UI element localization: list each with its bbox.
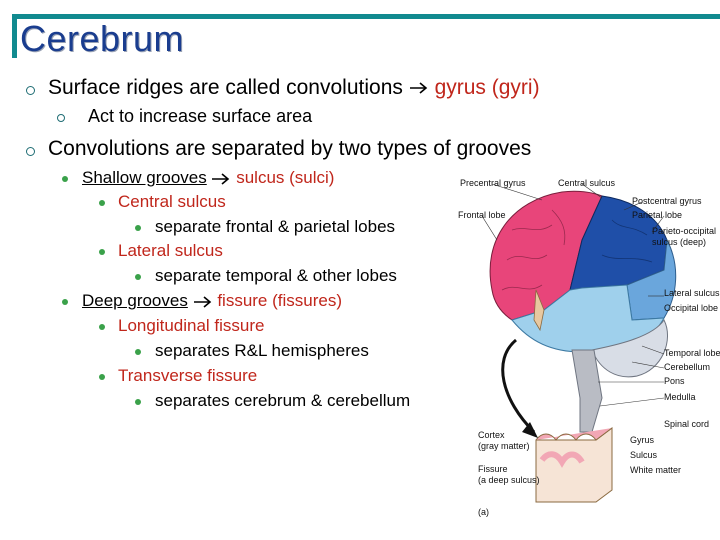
arrow-right-icon — [193, 295, 211, 308]
bullet-marker — [26, 147, 35, 156]
label-parieto-occipital-sub: sulcus (deep) — [652, 237, 706, 247]
bullet-term-sulcus: sulcus (sulci) — [236, 168, 335, 187]
bullet-marker — [99, 324, 105, 330]
bullet-central-sulcus: Central sulcus — [118, 192, 226, 211]
bullet-text: Surface ridges are called convolutions — [48, 76, 403, 99]
label-sulcus: Sulcus — [630, 450, 658, 460]
brainstem — [571, 349, 603, 433]
bullet-marker — [62, 176, 68, 182]
label-frontal-lobe: Frontal lobe — [458, 210, 506, 220]
label-parieto-occipital: Parieto-occipital — [652, 226, 716, 236]
bullet-longitudinal-fissure: Longitudinal fissure — [118, 316, 265, 335]
bullet-marker — [135, 225, 141, 231]
label-white-matter: White matter — [630, 465, 681, 475]
cerebellum — [591, 319, 669, 378]
bullet-text: Shallow grooves — [82, 168, 207, 187]
title-accent-bar — [12, 14, 720, 19]
label-cerebellum: Cerebellum — [664, 362, 710, 372]
bullet-transverse-fissure: Transverse fissure — [118, 366, 258, 385]
title-accent-sidebar — [12, 14, 17, 58]
label-central-sulcus: Central sulcus — [558, 178, 616, 188]
bullet-lateral-sulcus: Lateral sulcus — [118, 241, 223, 260]
label-parietal-lobe: Parietal lobe — [632, 210, 682, 220]
label-lateral-sulcus: Lateral sulcus — [664, 288, 720, 298]
label-cortex-sub: (gray matter) — [478, 441, 530, 451]
bullet-marker — [99, 249, 105, 255]
bullet-term-gyrus: gyrus (gyri) — [434, 76, 540, 99]
bullet-marker — [99, 200, 105, 206]
bullet-marker — [26, 86, 35, 95]
bullet-text: Deep grooves — [82, 291, 188, 310]
bullet-marker — [135, 399, 141, 405]
bullet-marker — [135, 274, 141, 280]
bullet-transverse-desc: separates cerebrum & cerebellum — [155, 391, 411, 410]
bullet-central-desc: separate frontal & parietal lobes — [155, 217, 396, 236]
bullet-longitudinal-desc: separates R&L hemispheres — [155, 341, 369, 360]
label-postcentral-gyrus: Postcentral gyrus — [632, 196, 702, 206]
label-precentral-gyrus: Precentral gyrus — [460, 178, 526, 188]
bullet-deep-grooves: Deep grooves fissure (fissures) — [82, 291, 342, 311]
bullet-marker — [62, 299, 68, 305]
label-fissure: Fissure — [478, 464, 508, 474]
brain-diagram: Precentral gyrus Central sulcus Postcent… — [458, 178, 720, 517]
bullet-term-fissure: fissure (fissures) — [217, 291, 342, 310]
bullet-shallow-grooves: Shallow grooves sulcus (sulci) — [82, 168, 334, 188]
label-occipital-lobe: Occipital lobe — [664, 303, 718, 313]
label-spinal-cord: Spinal cord — [664, 419, 709, 429]
slide-title: Cerebrum — [20, 18, 185, 59]
label-pons: Pons — [664, 376, 685, 386]
label-cortex: Cortex — [478, 430, 505, 440]
label-panel-a: (a) — [478, 507, 489, 517]
bullet-marker — [135, 349, 141, 355]
label-medulla: Medulla — [664, 392, 696, 402]
bullet-lateral-desc: separate temporal & other lobes — [155, 266, 397, 285]
label-gyrus: Gyrus — [630, 435, 655, 445]
label-temporal-lobe: Temporal lobe — [664, 348, 720, 358]
bullet-surface-area: Act to increase surface area — [88, 106, 313, 126]
bullet-marker — [57, 114, 65, 122]
arrow-right-icon — [212, 172, 230, 185]
arrow-right-icon — [409, 82, 427, 95]
label-fissure-sub: (a deep sulcus) — [478, 475, 540, 485]
bullet-marker — [99, 374, 105, 380]
cortex-section — [535, 427, 613, 503]
bullet-surface-ridges: Surface ridges are called convolutions g… — [48, 76, 540, 100]
bullet-convolutions: Convolutions are separated by two types … — [48, 137, 532, 160]
